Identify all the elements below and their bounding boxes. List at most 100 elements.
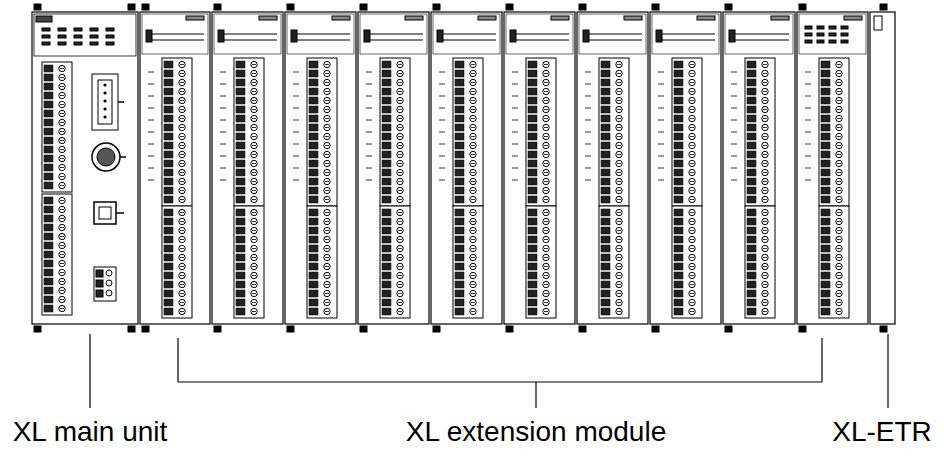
terminal-slot xyxy=(528,308,537,315)
screw-slot xyxy=(252,100,256,101)
module-side-mark xyxy=(805,96,811,97)
screw-slot xyxy=(544,82,548,83)
terminal-screw xyxy=(616,236,622,242)
terminal-slot xyxy=(382,263,391,270)
terminal-screw xyxy=(616,308,622,314)
screw-slot xyxy=(180,311,184,312)
terminal-slot xyxy=(236,308,245,315)
terminal-slot xyxy=(528,290,537,297)
terminal-screw xyxy=(397,299,403,305)
screw-slot xyxy=(325,302,329,303)
screw-slot xyxy=(180,82,184,83)
status-led xyxy=(42,35,50,38)
module-model-mark xyxy=(186,16,204,20)
screw-slot xyxy=(544,109,548,110)
screw-slot xyxy=(471,239,475,240)
terminal-slot xyxy=(236,160,245,167)
mount-foot xyxy=(652,4,659,10)
terminal-slot xyxy=(747,187,756,194)
terminal-slot xyxy=(674,218,683,225)
terminal-slot xyxy=(821,169,830,176)
terminal-screw xyxy=(251,299,257,305)
module-side-mark xyxy=(293,156,299,157)
terminal-screw xyxy=(251,97,257,103)
terminal-screw xyxy=(179,178,185,184)
terminal-slot xyxy=(674,254,683,261)
terminal-screw xyxy=(836,187,842,193)
terminal-slot xyxy=(747,254,756,261)
screw-slot xyxy=(471,136,475,137)
screw-slot xyxy=(252,248,256,249)
screw-slot xyxy=(471,109,475,110)
terminal-screw xyxy=(762,151,768,157)
module-panel-line xyxy=(589,39,642,40)
terminal-slot xyxy=(821,79,830,86)
terminal-screw xyxy=(179,281,185,287)
terminal-screw xyxy=(616,151,622,157)
terminal-slot xyxy=(674,106,683,113)
terminal-screw xyxy=(470,245,476,251)
terminal-slot xyxy=(164,79,173,86)
terminal-screw xyxy=(397,245,403,251)
terminal-slot xyxy=(309,169,318,176)
terminal-screw xyxy=(762,272,768,278)
terminal-screw xyxy=(762,254,768,260)
screw-slot xyxy=(617,181,621,182)
terminal-slot xyxy=(821,124,830,131)
screw-slot xyxy=(544,118,548,119)
terminal-screw xyxy=(324,124,330,130)
screw-slot xyxy=(60,77,64,78)
terminal-screw xyxy=(470,178,476,184)
screw-slot xyxy=(180,136,184,137)
terminal-slot xyxy=(164,218,173,225)
terminal-screw xyxy=(616,160,622,166)
module-side-mark xyxy=(658,72,664,73)
module-panel-line xyxy=(297,39,350,40)
terminal-screw xyxy=(543,133,549,139)
screw-slot xyxy=(325,257,329,258)
module-led-group xyxy=(291,30,297,42)
terminal-screw xyxy=(59,128,65,134)
terminal-slot xyxy=(309,263,318,270)
terminal-screw xyxy=(179,169,185,175)
terminal-screw xyxy=(59,287,65,293)
module-side-mark xyxy=(293,84,299,85)
terminal-slot xyxy=(821,254,830,261)
screw-slot xyxy=(252,136,256,137)
module-side-mark xyxy=(220,72,226,73)
terminal-screw xyxy=(616,245,622,251)
terminal-screw xyxy=(179,254,185,260)
terminal-slot xyxy=(528,187,537,194)
screw-slot xyxy=(837,100,841,101)
screw-slot xyxy=(325,311,329,312)
status-led xyxy=(74,42,82,45)
screw-slot xyxy=(471,73,475,74)
terminal-screw xyxy=(836,196,842,202)
terminal-slot xyxy=(236,133,245,140)
terminal-slot xyxy=(528,254,537,261)
module-model-mark xyxy=(551,16,569,20)
terminal-slot xyxy=(382,115,391,122)
mount-foot xyxy=(128,326,135,332)
terminal-screw xyxy=(179,142,185,148)
screw-slot xyxy=(544,302,548,303)
terminal-screw xyxy=(397,61,403,67)
terminal-slot xyxy=(821,106,830,113)
screw-slot xyxy=(180,221,184,222)
terminal-slot xyxy=(44,74,53,81)
terminal-slot xyxy=(528,160,537,167)
module-side-mark xyxy=(366,84,372,85)
terminal-slot xyxy=(164,236,173,243)
module-side-mark xyxy=(293,108,299,109)
screw-slot xyxy=(763,266,767,267)
status-led xyxy=(74,28,82,31)
terminal-screw xyxy=(543,169,549,175)
terminal-screw xyxy=(836,88,842,94)
terminal-slot xyxy=(455,133,464,140)
terminal-screw xyxy=(689,124,695,130)
terminal-slot xyxy=(528,196,537,203)
terminal-screw xyxy=(689,299,695,305)
module-side-mark xyxy=(220,156,226,157)
terminal-screw xyxy=(397,142,403,148)
screw-slot xyxy=(60,200,64,201)
